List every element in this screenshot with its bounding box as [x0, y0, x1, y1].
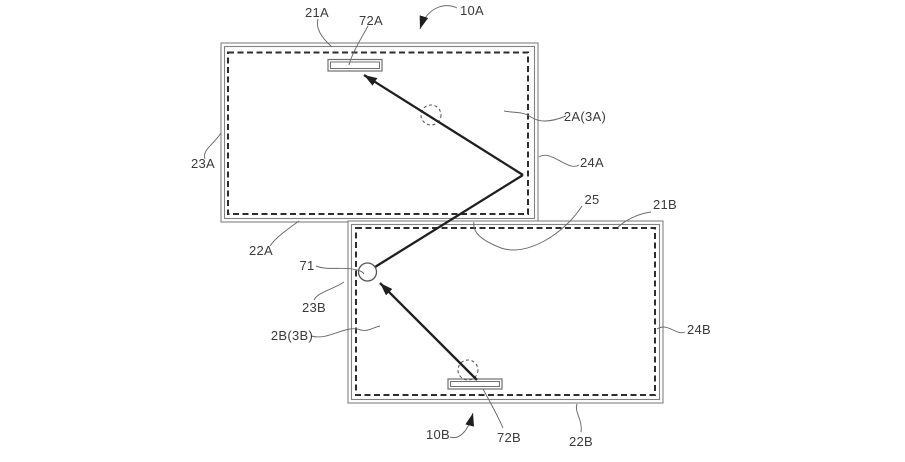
panel-10b-inner-frame — [350, 223, 661, 401]
label-10a: 10A — [460, 3, 484, 18]
dashed-circle-on-ray-b — [457, 359, 479, 381]
panel-10a — [220, 42, 539, 223]
leader-72b — [482, 388, 504, 429]
leader-24b — [656, 326, 686, 334]
label-72b: 72B — [497, 430, 521, 445]
panel-10a-display-dashed-outline — [227, 51, 529, 215]
leader-25 — [473, 205, 583, 251]
leader-arrow-10b — [449, 412, 475, 439]
label-21a: 21A — [305, 5, 329, 20]
label-24a: 24A — [580, 155, 604, 170]
leader-21a — [316, 18, 333, 48]
element-72a-inner-rect — [330, 61, 380, 69]
panel-10b — [347, 220, 664, 404]
leader-24a — [538, 154, 580, 167]
label-2a3a: 2A(3A) — [564, 109, 606, 124]
label-24b: 24B — [687, 322, 711, 337]
element-72b-outer-rect — [447, 378, 503, 390]
panel-10b-display-dashed-outline — [355, 227, 656, 396]
label-72a: 72A — [359, 13, 383, 28]
leader-22b — [575, 403, 582, 433]
leader-71 — [315, 265, 365, 275]
panel-10a-outer-frame — [220, 42, 539, 223]
label-22b: 22B — [569, 434, 593, 449]
leader-72a — [348, 25, 369, 66]
leader-23b — [313, 281, 345, 301]
panel-10b-outer-frame — [347, 220, 664, 404]
leader-2a3a — [503, 110, 567, 122]
label-25: 25 — [584, 192, 599, 207]
leader-23a — [204, 132, 222, 160]
element-72a — [327, 58, 383, 72]
leader-22a — [269, 220, 300, 247]
element-72a-outer-rect — [327, 58, 383, 72]
element-72b-inner-rect — [450, 381, 500, 387]
element-71-circle — [357, 262, 378, 282]
label-23a: 23A — [191, 156, 215, 171]
dashed-circle-on-ray-a — [420, 104, 442, 126]
light-ray-72b-to-71 — [379, 282, 478, 381]
light-ray-vertex-to-71 — [374, 174, 524, 268]
label-21b: 21B — [653, 197, 677, 212]
label-22a: 22A — [249, 243, 273, 258]
leader-arrow-10a — [419, 5, 458, 30]
label-23b: 23B — [302, 300, 326, 315]
label-71: 71 — [299, 258, 314, 273]
leader-21b — [617, 211, 652, 228]
label-2b3b: 2B(3B) — [271, 328, 313, 343]
panel-10a-inner-frame — [223, 45, 536, 220]
label-10b: 10B — [426, 427, 450, 442]
light-ray-to-72a — [363, 74, 524, 176]
leader-2b3b — [310, 325, 381, 338]
element-72b — [447, 378, 503, 390]
